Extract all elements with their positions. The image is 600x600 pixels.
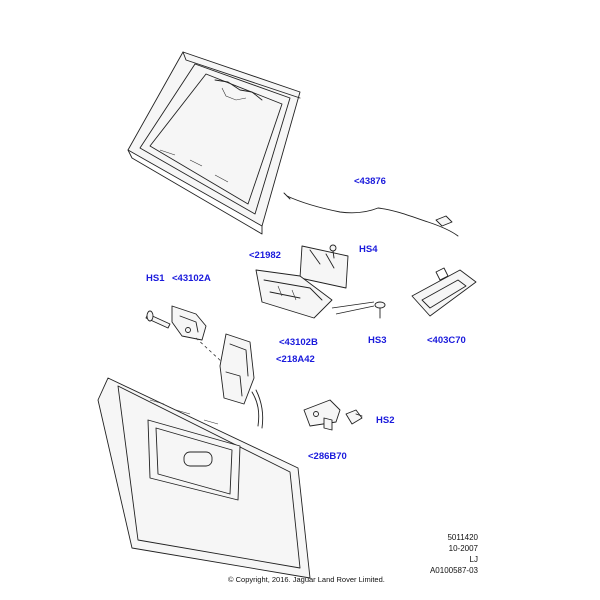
latch-assembly [255,245,349,319]
leader-hs3 [331,301,375,315]
bolt-hs4 [329,244,337,259]
label-21982[interactable]: <21982 [249,250,281,261]
screw-hs3 [374,301,386,319]
alignment-line [195,337,223,363]
label-hs4[interactable]: HS4 [359,244,378,255]
bracket-286b70 [303,399,341,431]
reference-number: 5011420 [447,533,478,542]
reference-date: 10-2007 [448,544,478,553]
label-403c70[interactable]: <403C70 [427,335,466,346]
label-hs1[interactable]: HS1 [146,273,165,284]
label-43102b[interactable]: <43102B [279,337,318,348]
actuator-218a42 [219,333,264,429]
label-286b70[interactable]: <286B70 [308,451,347,462]
label-43102a[interactable]: <43102A [172,273,211,284]
lower-tailgate-panel [97,377,311,579]
label-218a42[interactable]: <218A42 [276,354,315,365]
copyright-notice: © Copyright, 2016. Jaguar Land Rover Lim… [228,575,385,584]
reference-illustration-id: A0100587-03 [429,566,478,575]
label-hs3[interactable]: HS3 [368,335,387,346]
bolt-hs2 [345,409,363,425]
release-cable [283,192,459,237]
label-hs2[interactable]: HS2 [376,415,395,426]
reference-model-code: LJ [469,555,478,564]
bracket-403c70 [411,267,477,317]
tailgate-glass-frame [127,51,301,235]
bolt-hs1 [145,310,171,329]
striker-43102a [171,305,207,341]
label-43876[interactable]: <43876 [354,176,386,187]
